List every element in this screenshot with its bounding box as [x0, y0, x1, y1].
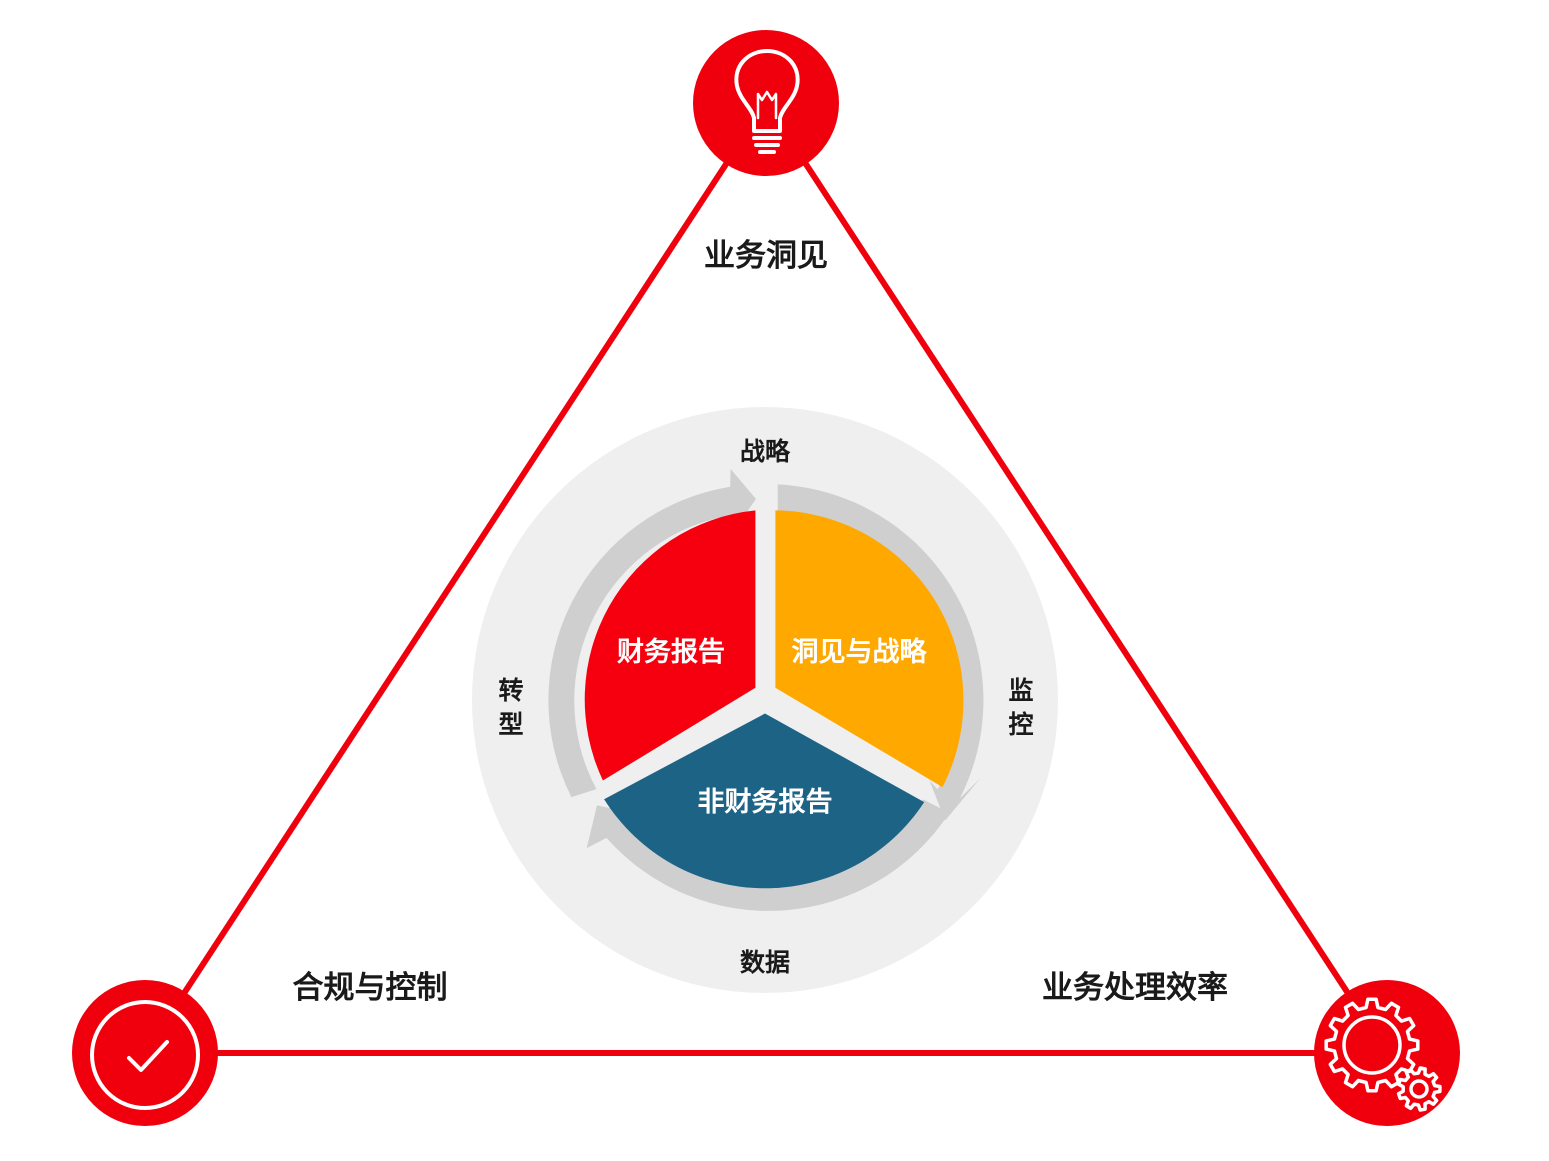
- triangle-edge-left: [142, 101, 769, 1055]
- flow-label-strategy: 战略: [740, 437, 791, 466]
- gears-icon: [1324, 997, 1442, 1112]
- arrow-ring: [548, 469, 984, 911]
- triangle-edge-right: [763, 101, 1390, 1055]
- flow-label-monitor-char-2: 控: [1008, 710, 1033, 739]
- flow-label-data: 数据: [740, 948, 790, 977]
- flow-label-transform-char-1: 转: [498, 676, 523, 705]
- flow-label-monitor-char-1: 监: [1008, 676, 1033, 705]
- corner-label-process-efficiency: 业务处理效率: [1042, 970, 1228, 1006]
- segment-non-financial-reporting: [604, 713, 925, 889]
- arrow-strategy-to-monitor: [777, 484, 984, 821]
- arrow-transform-to-strategy: [548, 469, 756, 798]
- arrow-monitor-to-transform: [586, 799, 950, 911]
- segment-financial-reporting: [584, 510, 756, 781]
- node-business-insight: [693, 30, 839, 176]
- checkmark-icon: [127, 1040, 169, 1072]
- flow-label-transform-char-2: 型: [498, 710, 523, 739]
- corner-label-compliance-control: 合规与控制: [293, 970, 448, 1006]
- checkmark-ring: [90, 1000, 200, 1110]
- segment-label-insight-strategy: 洞见与战略: [792, 636, 928, 668]
- node-process-efficiency: [1314, 980, 1460, 1126]
- corner-label-business-insight: 业务洞见: [704, 238, 828, 274]
- segment-insight-strategy: [775, 510, 964, 788]
- lightbulb-icon: [734, 49, 800, 154]
- segment-label-financial-reporting: 财务报告: [617, 637, 725, 668]
- node-compliance-control: [72, 980, 218, 1126]
- wheel-segments: [584, 510, 964, 889]
- segment-label-non-financial-reporting: 非财务报告: [698, 787, 833, 818]
- triangle-outline: [142, 101, 1390, 1056]
